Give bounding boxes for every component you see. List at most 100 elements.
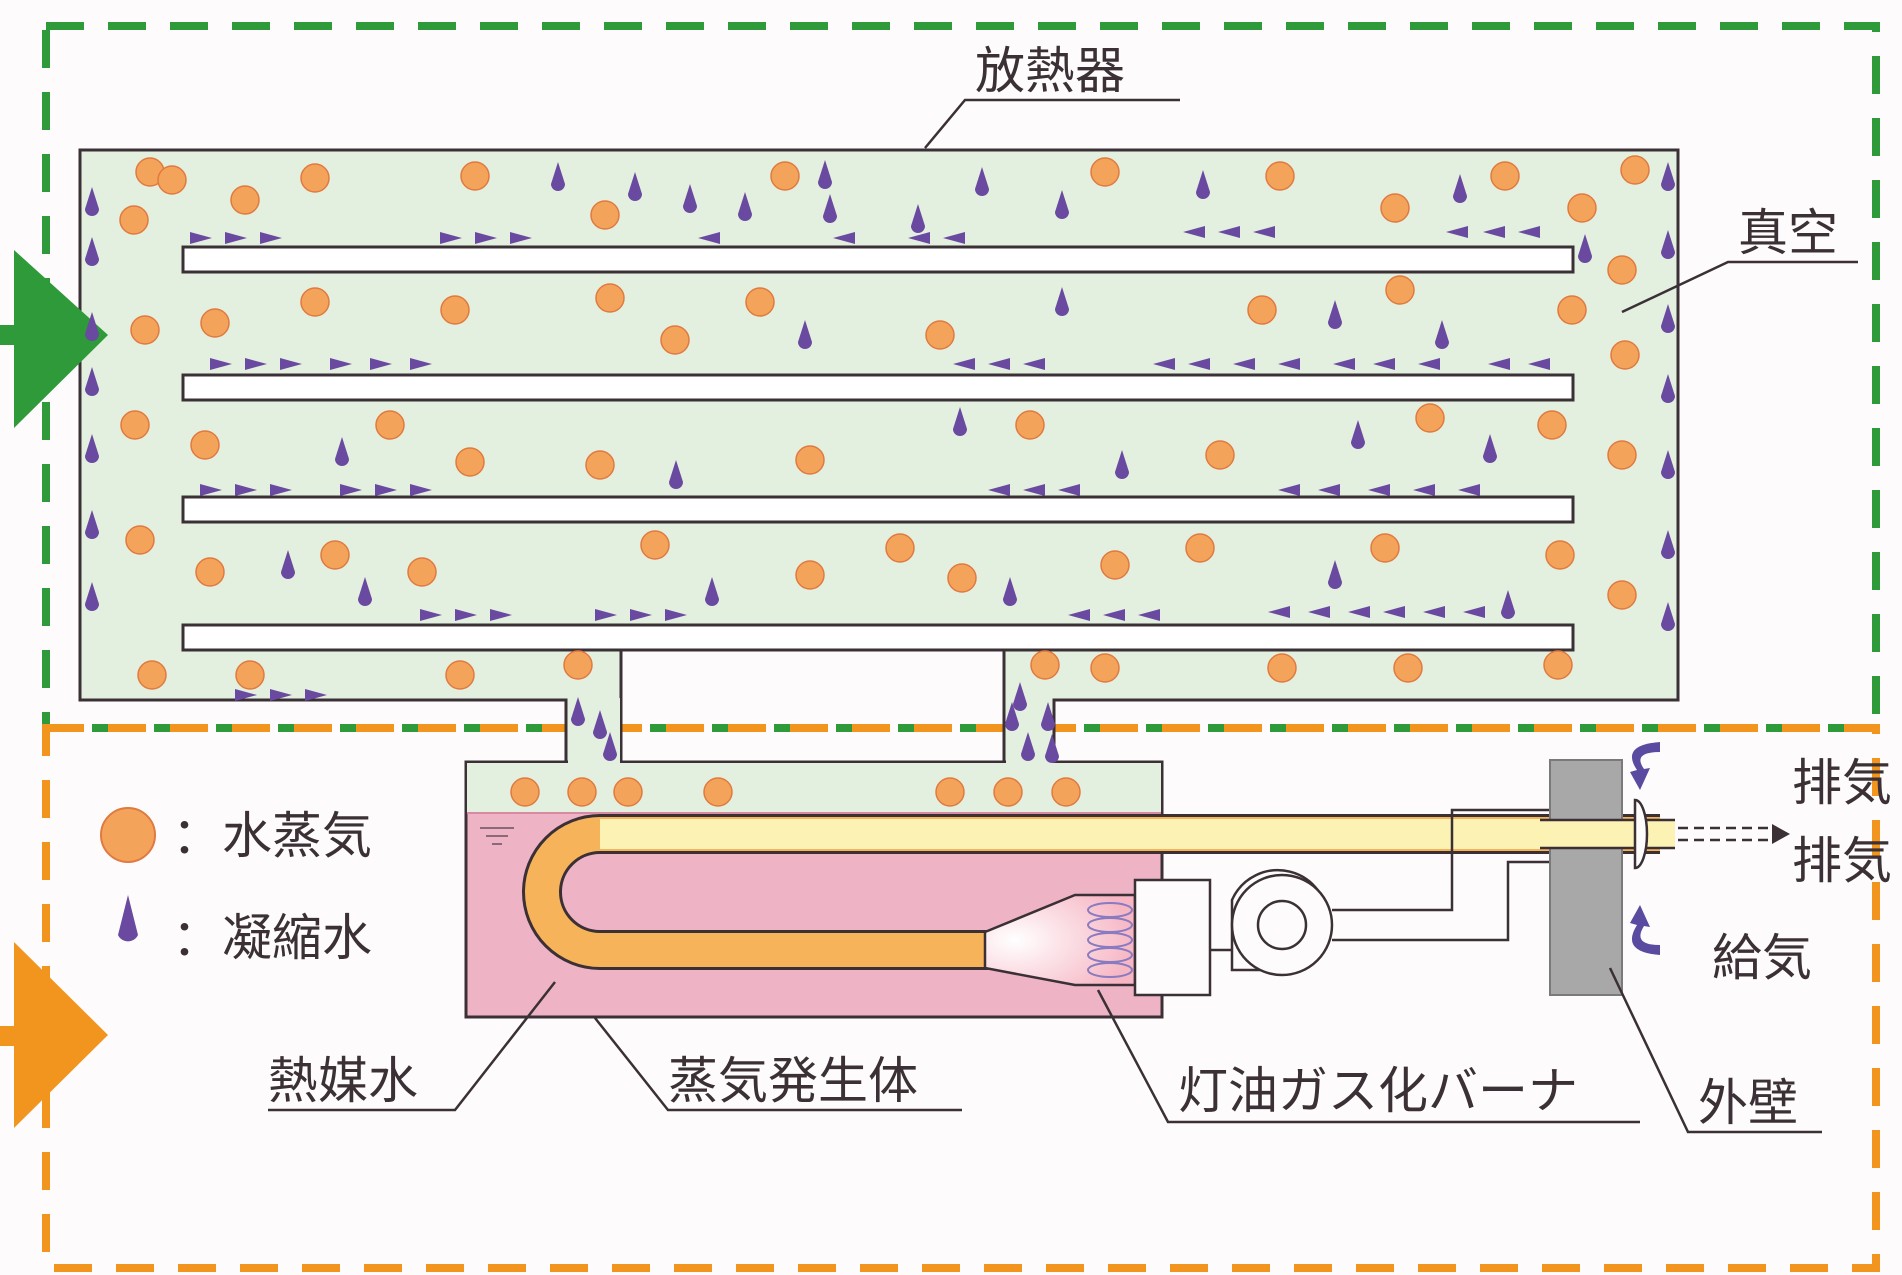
condensate-drop bbox=[1005, 702, 1019, 731]
condensate-flow bbox=[833, 232, 855, 244]
steam-bubble bbox=[1415, 403, 1445, 433]
condensate-flow bbox=[953, 358, 975, 370]
condensate-drop bbox=[593, 710, 607, 739]
steam-bubble bbox=[190, 430, 220, 460]
steam-bubble bbox=[795, 445, 825, 475]
steam-bubble bbox=[1370, 533, 1400, 563]
condensate-drop bbox=[1328, 560, 1342, 589]
condensate-flow bbox=[1368, 484, 1390, 496]
condensate-drop bbox=[1578, 234, 1592, 263]
condensate-flow bbox=[245, 358, 267, 370]
radiator-label: 放熱器 bbox=[975, 42, 1125, 100]
steam-bubble bbox=[1090, 653, 1120, 683]
burner-label: 灯油ガス化バーナ bbox=[1178, 1062, 1578, 1120]
steam-bubble bbox=[1015, 410, 1045, 440]
condensate-drop bbox=[335, 437, 349, 466]
condensate-flow bbox=[1413, 484, 1435, 496]
condensate-flow bbox=[1483, 226, 1505, 238]
steam-bubble bbox=[510, 777, 540, 807]
steam-bubble bbox=[445, 660, 475, 690]
condensate-drop bbox=[1351, 420, 1365, 449]
water-level-icon bbox=[480, 827, 514, 845]
vacuum-label: 真空 bbox=[1738, 204, 1838, 262]
intake-label: 給気 bbox=[1712, 929, 1812, 987]
condensate-drop bbox=[1003, 577, 1017, 606]
condensate-flow bbox=[280, 358, 302, 370]
steam-bubble bbox=[230, 185, 260, 215]
condensate-drop bbox=[705, 577, 719, 606]
steam-bubble bbox=[1490, 161, 1520, 191]
condensate-flow bbox=[1423, 606, 1445, 618]
purple-drop-icon bbox=[118, 895, 138, 942]
condensate-flow bbox=[1023, 358, 1045, 370]
terminal-cap bbox=[1633, 798, 1649, 870]
exhaust-label: 排気 bbox=[1792, 754, 1892, 812]
condensate-drop bbox=[1661, 450, 1675, 479]
steam-bubble bbox=[885, 533, 915, 563]
condensate-drop bbox=[1661, 374, 1675, 403]
condensate-drop bbox=[1055, 287, 1069, 316]
condensate-flow bbox=[1138, 609, 1160, 621]
steam-bubble bbox=[1607, 440, 1637, 470]
particle-layer bbox=[85, 155, 1675, 807]
steam-bubble bbox=[1205, 440, 1235, 470]
condensate-flow bbox=[440, 232, 462, 244]
condensate-flow bbox=[988, 484, 1010, 496]
blower-fan bbox=[1210, 868, 1334, 977]
condensate-flow bbox=[1458, 484, 1480, 496]
steam-bubble bbox=[745, 287, 775, 317]
steam-bubble bbox=[137, 660, 167, 690]
condensate-flow bbox=[455, 609, 477, 621]
steam-bubble bbox=[1610, 340, 1640, 370]
condensate-drop bbox=[798, 320, 812, 349]
flue-tube bbox=[522, 814, 1660, 970]
condensate-flow bbox=[1488, 358, 1510, 370]
condensate-flow bbox=[200, 484, 222, 496]
condensate-flow bbox=[665, 609, 687, 621]
condensate-flow bbox=[270, 484, 292, 496]
condensate-drop bbox=[1013, 682, 1027, 711]
condensate-drop bbox=[551, 162, 565, 191]
heat-medium-water-leader bbox=[268, 981, 556, 1112]
condensate-flow bbox=[1278, 358, 1300, 370]
steam-bubble bbox=[1090, 157, 1120, 187]
condensate-drop bbox=[1453, 174, 1467, 203]
steam-bubble bbox=[1620, 155, 1650, 185]
intake-arrow-icon bbox=[1630, 742, 1660, 955]
condensate-drop bbox=[85, 434, 99, 463]
condensate-drop bbox=[1196, 170, 1210, 199]
steam-bubble bbox=[770, 161, 800, 191]
green-arrow-stub bbox=[0, 325, 14, 345]
steam-bubble bbox=[119, 205, 149, 235]
radiator-leader bbox=[924, 98, 1180, 149]
condensate-flow bbox=[1218, 226, 1240, 238]
condensate-drop bbox=[818, 160, 832, 189]
condensate-drop bbox=[85, 510, 99, 539]
condensate-flow bbox=[1518, 226, 1540, 238]
steam-bubble bbox=[795, 560, 825, 590]
steam-bubble bbox=[1557, 295, 1587, 325]
condensate-flow bbox=[1233, 358, 1255, 370]
steam-bubble bbox=[1265, 161, 1295, 191]
steam-bubble bbox=[613, 777, 643, 807]
outer-wall-label: 外壁 bbox=[1698, 1074, 1798, 1132]
steam-bubble bbox=[1567, 193, 1597, 223]
steam-bubble bbox=[120, 410, 150, 440]
steam-bubble bbox=[235, 660, 265, 690]
steam-bubble bbox=[1385, 275, 1415, 305]
steam-bubble bbox=[1607, 255, 1637, 285]
outer-wall-leader bbox=[1608, 967, 1822, 1134]
vacuum-leader bbox=[1621, 260, 1858, 314]
steam-bubble bbox=[1545, 540, 1575, 570]
condensate-drop bbox=[1661, 530, 1675, 559]
steam-bubble bbox=[300, 287, 330, 317]
condensate-flow bbox=[510, 232, 532, 244]
condensate-drop bbox=[628, 172, 642, 201]
condensate-drop bbox=[85, 312, 99, 341]
steam-bubble bbox=[993, 777, 1023, 807]
steam-bubble bbox=[200, 308, 230, 338]
heat-medium-water-label: 熱媒水 bbox=[268, 1052, 418, 1110]
condensate-flow bbox=[943, 232, 965, 244]
condensate-drop bbox=[1435, 320, 1449, 349]
steam-bubble bbox=[1267, 653, 1297, 683]
